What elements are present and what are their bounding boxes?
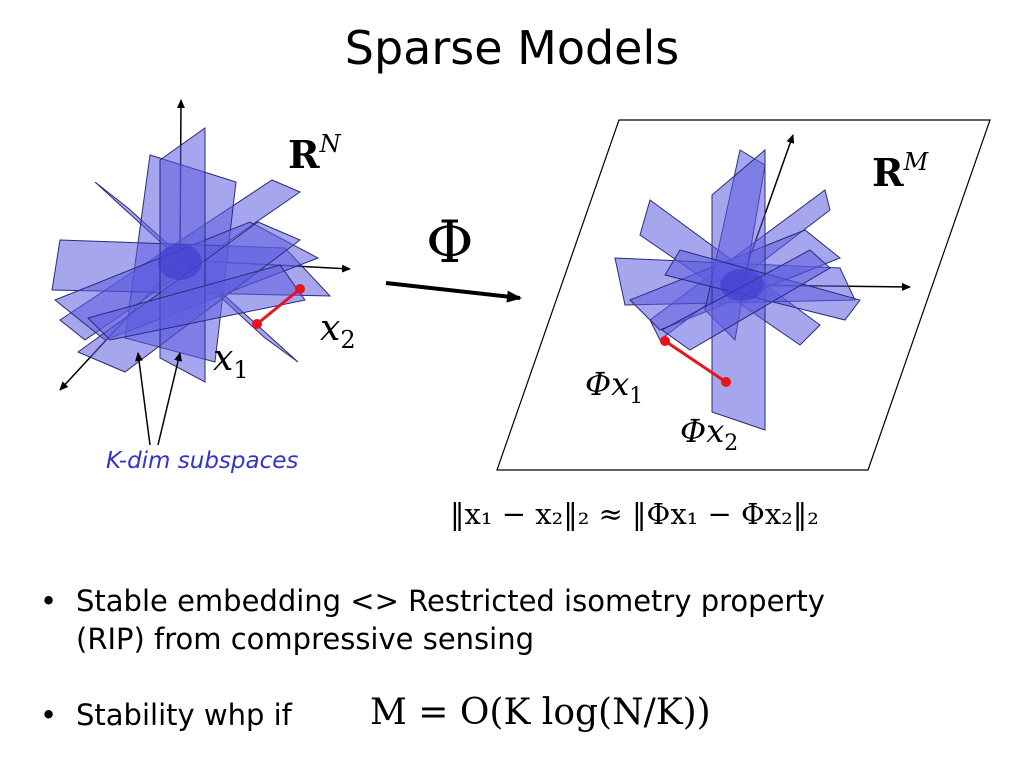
right-space-label: RM — [872, 148, 930, 195]
x1-x2-segment — [256, 287, 301, 326]
subspaces-caption: K-dim subspaces — [106, 448, 298, 474]
stability-formula: M = O(K log(N/K)) — [370, 692, 711, 733]
x1-label: x1 — [213, 338, 249, 384]
bullet-rip-line2: (RIP) from compressive sensing — [76, 622, 534, 656]
x1-point — [252, 319, 262, 329]
phi-x1-point — [660, 336, 670, 346]
subspace-pointer-right — [157, 352, 183, 446]
phi-x2-label: Φx2 — [680, 412, 738, 456]
subspace-pointer-left — [135, 352, 151, 446]
page-title: Sparse Models — [344, 21, 680, 75]
left-star-core — [158, 244, 202, 280]
phi-segment — [664, 339, 727, 384]
x2-label: x2 — [320, 308, 356, 354]
x2-point — [295, 284, 305, 294]
right-subspace-star — [614, 134, 911, 431]
right-star-core — [720, 269, 764, 301]
isometry-equation: ‖x₁ − x₂‖₂ ≈ ‖Φx₁ − Φx₂‖₂ — [450, 497, 819, 531]
bullet-marker: • — [40, 584, 58, 618]
mapping-arrow — [385, 281, 522, 303]
left-space-label: RN — [288, 130, 342, 177]
mapping-symbol: Φ — [426, 208, 474, 276]
left-plane-8 — [87, 264, 306, 341]
phi-x2-point — [721, 377, 731, 387]
left-subspace-star — [51, 99, 351, 446]
bullet-marker: • — [40, 698, 58, 732]
bullet-stability-text: Stability whp if — [76, 698, 292, 732]
phi-x1-label: Φx1 — [585, 365, 643, 409]
bullet-rip-line1: Stable embedding <> Restricted isometry … — [76, 584, 825, 618]
